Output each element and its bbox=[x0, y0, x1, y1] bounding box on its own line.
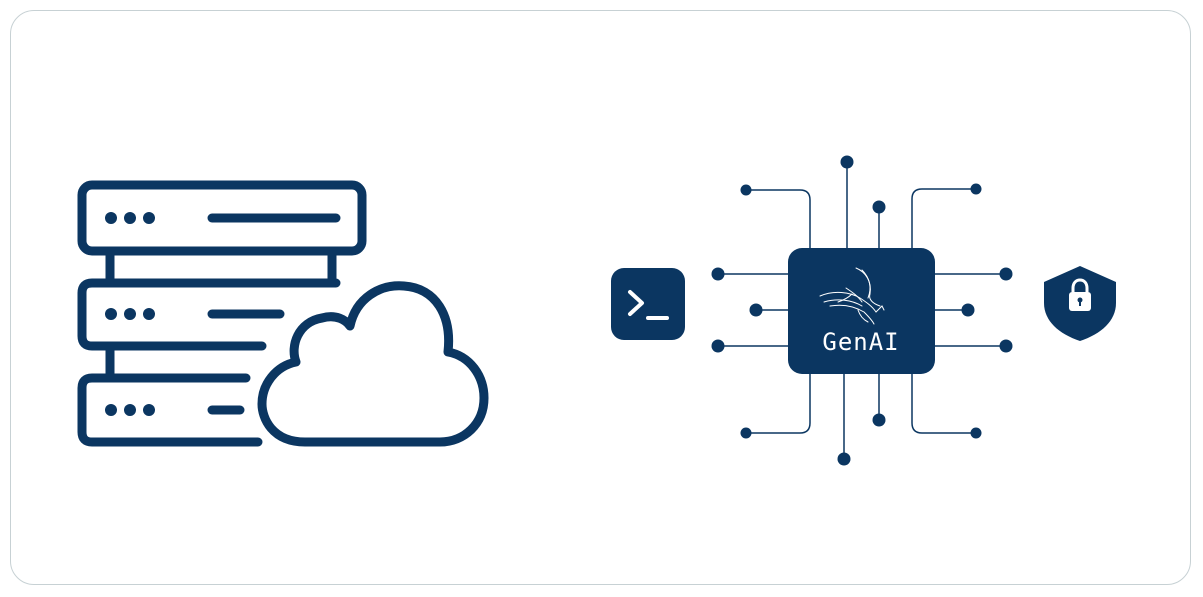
circuit-node bbox=[970, 427, 982, 439]
chip-label: GenAI bbox=[822, 328, 899, 356]
terminal-prompt-icon bbox=[611, 268, 685, 340]
server-led bbox=[124, 308, 136, 320]
server-led bbox=[124, 404, 136, 416]
trace bbox=[746, 189, 811, 248]
server-unit-top bbox=[77, 180, 367, 256]
circuit-node bbox=[999, 339, 1013, 353]
server-led bbox=[143, 212, 155, 224]
server-unit-middle bbox=[77, 278, 341, 351]
circuit-traces bbox=[718, 163, 1006, 459]
shield-lock-icon bbox=[1044, 266, 1116, 341]
server-led bbox=[143, 404, 155, 416]
server-unit-bottom bbox=[77, 373, 263, 447]
server-led-dots bbox=[105, 212, 155, 416]
circuit-node bbox=[740, 427, 752, 439]
server-led bbox=[105, 308, 117, 320]
server-led bbox=[105, 404, 117, 416]
genai-chip: GenAI bbox=[788, 248, 935, 374]
lock-shackle bbox=[1071, 278, 1089, 292]
circuit-node bbox=[961, 303, 975, 317]
circuit-node bbox=[711, 339, 725, 353]
circuit-node bbox=[749, 303, 763, 317]
server-led bbox=[143, 308, 155, 320]
server-led bbox=[105, 212, 117, 224]
diagram-card bbox=[10, 10, 1191, 585]
circuit-node bbox=[740, 184, 752, 196]
circuit-node bbox=[872, 413, 886, 427]
circuit-nodes bbox=[711, 155, 1013, 466]
circuit-node bbox=[837, 452, 851, 466]
terminal-chevron bbox=[628, 290, 644, 316]
raptor-bird-icon bbox=[819, 267, 885, 325]
lock-keyhole-slot bbox=[1079, 300, 1081, 306]
trace bbox=[911, 374, 976, 434]
server-led bbox=[124, 212, 136, 224]
circuit-node bbox=[970, 183, 982, 195]
circuit-node bbox=[840, 155, 854, 169]
terminal-box bbox=[611, 268, 685, 340]
trace bbox=[746, 374, 811, 434]
circuit-node bbox=[711, 267, 725, 281]
trace bbox=[911, 188, 976, 248]
circuit-node bbox=[872, 200, 886, 214]
server-stack-icon bbox=[77, 180, 367, 447]
circuit-node bbox=[999, 267, 1013, 281]
cloud-icon bbox=[257, 281, 489, 447]
